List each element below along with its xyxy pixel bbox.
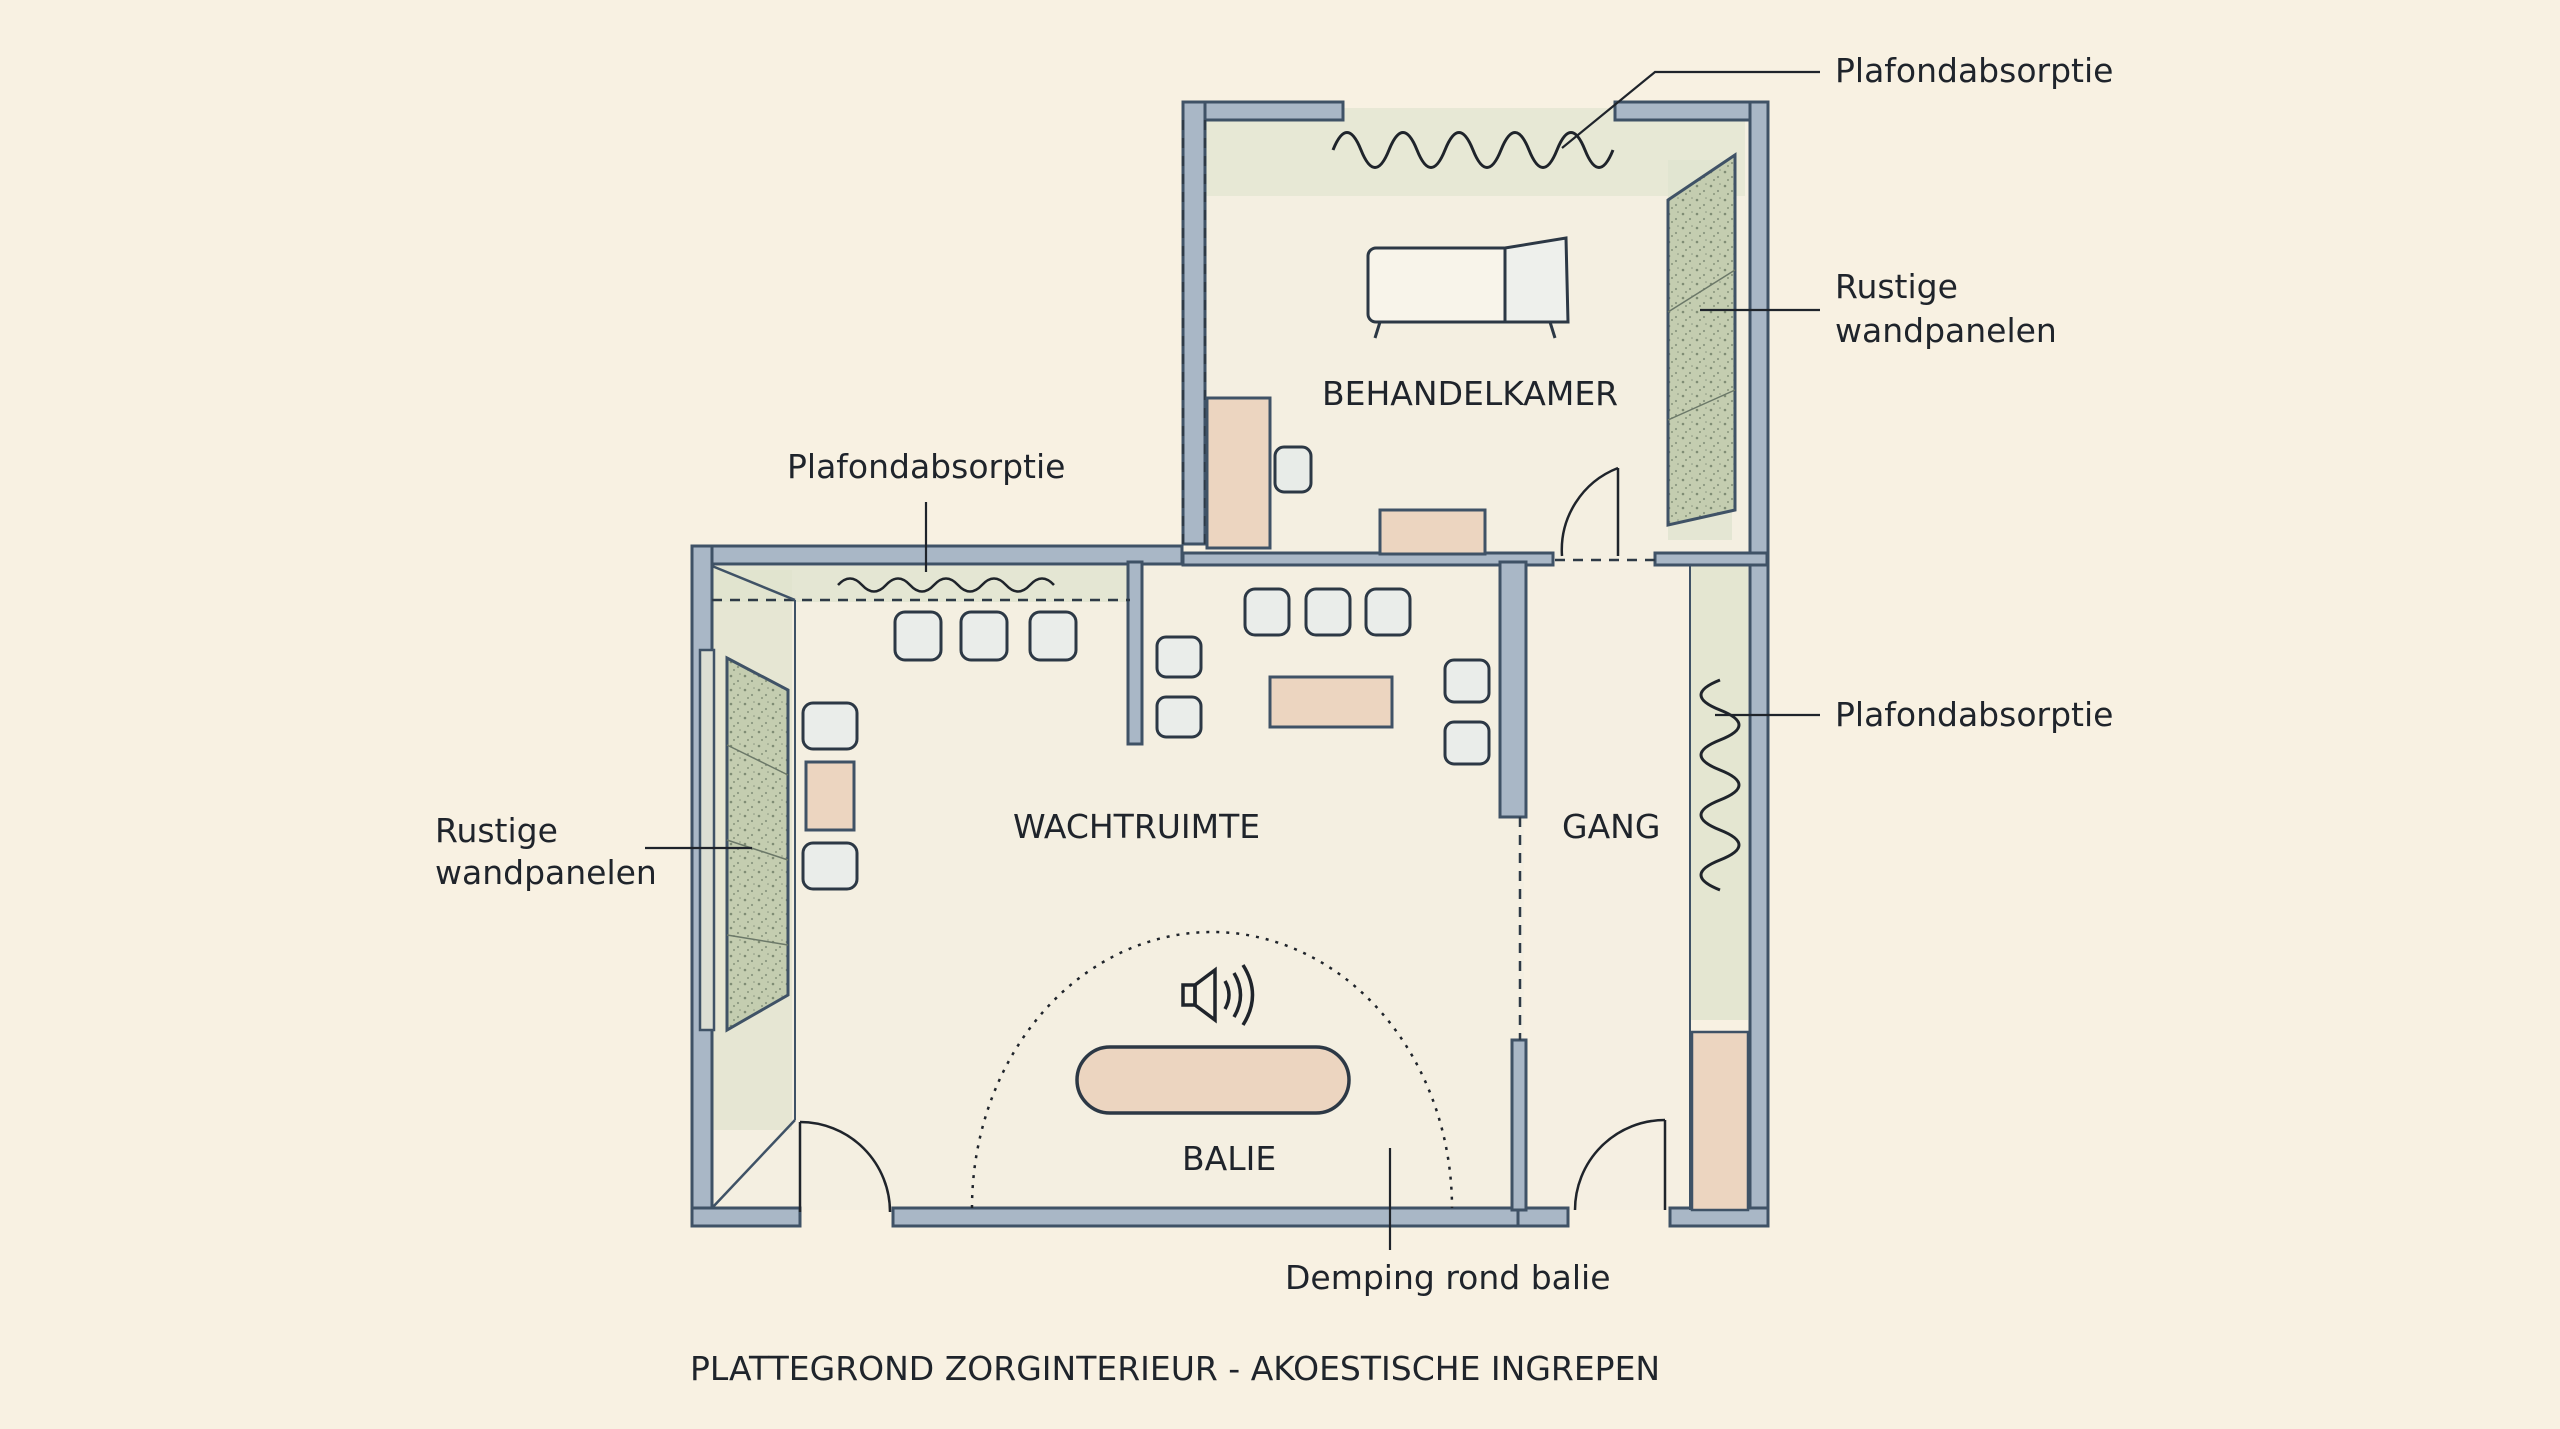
nook-coffee-table xyxy=(1268,675,1394,729)
callout-side-panels-line2: wandpanelen xyxy=(1835,311,2057,350)
callout-ceiling-treatment: Plafondabsorptie xyxy=(1835,51,2113,90)
waiting-room xyxy=(698,564,1491,1213)
callout-ceiling-waiting: Plafondabsorptie xyxy=(787,447,1065,486)
wall-waiting-bottom-mid xyxy=(891,1206,1520,1228)
room-label-wachtruimte: WACHTRUIMTE xyxy=(1013,807,1260,846)
corridor-cabinet xyxy=(1690,1030,1750,1212)
walls xyxy=(690,100,1770,1228)
corridor xyxy=(1573,565,1750,1212)
callout-desk-damping: Demping rond balie xyxy=(1285,1258,1611,1297)
wall-treatment-right xyxy=(1748,100,1770,1227)
callout-left-panels-line1: Rustige xyxy=(435,811,558,850)
nook-chairs-right xyxy=(1443,658,1491,766)
reception-desk xyxy=(1075,1045,1351,1115)
nook-chairs-top xyxy=(1243,587,1412,637)
nook-chairs-left xyxy=(1155,635,1203,739)
corridor-absorber-wave xyxy=(1699,678,1741,892)
treatment-bed xyxy=(1366,236,1570,339)
wall-corridor-bottom-left xyxy=(1516,1206,1570,1228)
waiting-chairs-top-left xyxy=(893,610,1078,662)
ceiling-absorber-wave xyxy=(1331,131,1615,169)
treatment-door xyxy=(1560,466,1620,557)
right-wall-acoustic-panel xyxy=(1666,152,1737,527)
room-label-behandelkamer: BEHANDELKAMER xyxy=(1322,374,1618,413)
labels: Plafondabsorptie Rustige wandpanelen Pla… xyxy=(435,51,2113,1388)
dashed-openings xyxy=(712,120,1655,1040)
wall-waiting-bottom-left xyxy=(690,1206,802,1228)
floor-fills xyxy=(712,108,1750,1210)
plan-title: PLATTEGROND ZORGINTERIEUR - AKOESTISCHE … xyxy=(690,1349,1660,1388)
waiting-side-table xyxy=(804,760,856,832)
wall-partition-low xyxy=(1510,1038,1528,1212)
treatment-low-cabinet xyxy=(1378,508,1487,556)
callout-side-panels-line1: Rustige xyxy=(1835,267,1958,306)
wall-partition-right xyxy=(1498,560,1528,819)
waiting-chairs-left-column xyxy=(801,701,859,891)
waiting-entrance-door xyxy=(798,1120,892,1213)
treatment-room xyxy=(1205,131,1737,557)
room-label-balie: BALIE xyxy=(1182,1139,1276,1178)
leader-lines xyxy=(645,70,1820,1250)
callout-ceiling-corridor: Plafondabsorptie xyxy=(1835,695,2113,734)
wall-treatment-top-right xyxy=(1613,100,1769,122)
corridor-door xyxy=(1573,1118,1667,1211)
treatment-desk xyxy=(1205,396,1272,550)
left-wall-acoustic-panel xyxy=(725,655,790,1033)
wall-waiting-top xyxy=(690,544,1184,566)
wall-partition-nook xyxy=(1126,560,1144,746)
wall-treatment-top-left xyxy=(1181,100,1345,122)
wall-treatment-left xyxy=(1181,100,1207,546)
wall-treatment-bottom-right xyxy=(1653,551,1769,567)
callout-left-panels-line2: wandpanelen xyxy=(435,853,657,892)
leader-ceiling-treatment xyxy=(1561,70,1820,149)
speaker-icon xyxy=(1181,964,1255,1026)
waiting-ceiling-absorber-wave xyxy=(837,577,1055,593)
treatment-chair xyxy=(1273,445,1313,494)
room-label-gang: GANG xyxy=(1562,807,1660,846)
wall-treatment-bottom-left xyxy=(1181,551,1555,567)
